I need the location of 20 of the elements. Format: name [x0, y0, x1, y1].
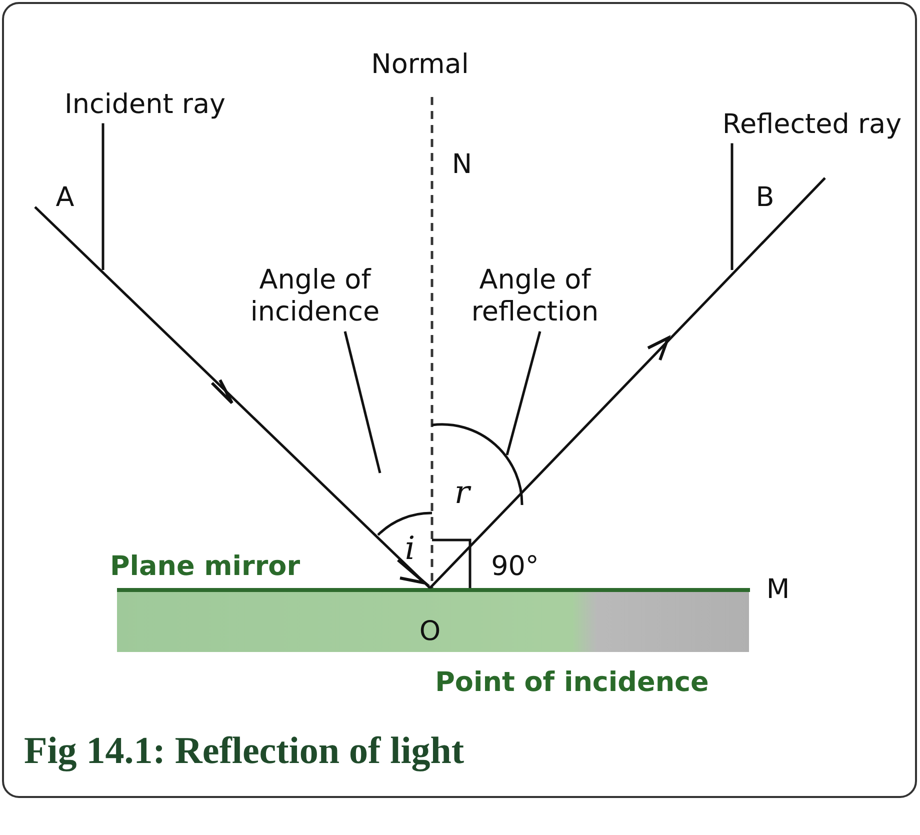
angle-symbol: r [454, 472, 470, 512]
angle-label: 90° [491, 550, 539, 584]
ray-label: Incident ray [64, 88, 226, 122]
leader-line [102, 123, 104, 270]
mirror-label: Plane mirror [110, 550, 300, 584]
point-label-text: Point of incidence [435, 666, 709, 700]
figure-caption: Fig 14.1: Reflection of light [24, 729, 464, 774]
angle-symbol: i [404, 528, 416, 568]
point-label: N [452, 148, 472, 182]
point-label: A [56, 182, 74, 214]
point-label: M [766, 574, 790, 606]
ray-label: Reflected ray [722, 108, 902, 142]
angle-label: Angle of reflection [435, 264, 635, 330]
axis-label: Normal [371, 48, 469, 82]
point-label: O [419, 616, 441, 648]
angle-label: Angle of incidence [215, 264, 415, 330]
leader-line [506, 331, 542, 456]
leader-line [730, 143, 734, 270]
point-label: B [756, 182, 774, 214]
leader-line [344, 331, 382, 474]
